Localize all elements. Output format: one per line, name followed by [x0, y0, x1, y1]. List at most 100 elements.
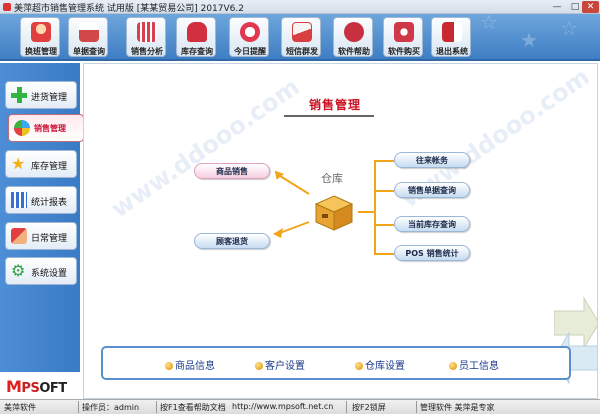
help-icon	[344, 22, 364, 42]
status-slogan: 管理软件 美萍是专家	[420, 403, 495, 412]
sidebar-item-inventory[interactable]: ★ 库存管理	[5, 150, 77, 178]
page-title: 销售管理	[309, 98, 362, 112]
sidebar-item-label: 库存管理	[31, 162, 68, 172]
warehouse-settings-link[interactable]: 仓库设置	[355, 357, 405, 372]
sidebar-item-settings[interactable]: ⚙ 系统设置	[5, 257, 77, 285]
employee-info-link[interactable]: 员工信息	[449, 357, 499, 372]
close-button[interactable]: ✕	[582, 1, 599, 13]
connector-line	[358, 211, 374, 213]
toolbar-button-label: 软件帮助	[338, 47, 370, 56]
customer-settings-link[interactable]: 客户设置	[255, 357, 305, 372]
app-icon	[3, 3, 11, 11]
customer-return-button[interactable]: 顾客退货	[194, 233, 270, 249]
connector-line	[374, 160, 376, 254]
accounts-button[interactable]: 往来帐务	[394, 152, 470, 168]
sidebar: 进货管理 销售管理 ★ 库存管理 统计报表 日常管理 ⚙ 系统设置	[0, 63, 84, 399]
connector-line	[374, 253, 394, 255]
sidebar-item-label: 统计报表	[31, 198, 68, 208]
sidebar-item-sales[interactable]: 销售管理	[8, 114, 84, 142]
minimize-button[interactable]: —	[552, 2, 562, 12]
status-operator: 操作员：admin	[82, 403, 140, 412]
window-title: 美萍超市销售管理系统 试用版 [某某贸易公司] 2017V6.2	[14, 4, 244, 14]
exit-icon	[442, 22, 462, 42]
toolbar-button-label: 库存查询	[181, 47, 213, 56]
sidebar-item-reports[interactable]: 统计报表	[5, 186, 77, 214]
connector-line	[374, 160, 394, 162]
inventory-query-button[interactable]: 库存查询	[176, 17, 216, 57]
shift-management-button[interactable]: 换班管理	[20, 17, 60, 57]
product-sales-button[interactable]: 商品销售	[194, 163, 270, 179]
sidebar-item-label: 销售管理	[34, 124, 66, 133]
maximize-button[interactable]: □	[570, 2, 580, 12]
document-query-button[interactable]: 单据查询	[68, 17, 108, 57]
current-inventory-query-button[interactable]: 当前库存查询	[394, 216, 470, 232]
status-divider	[346, 401, 347, 413]
warehouse-box-icon[interactable]	[314, 192, 354, 232]
report-icon	[11, 192, 27, 208]
sidebar-item-purchase[interactable]: 进货管理	[5, 81, 77, 109]
plus-icon	[11, 87, 27, 103]
toolbar-button-label: 退出系统	[436, 47, 468, 56]
sidebar-item-label: 进货管理	[31, 93, 68, 103]
exit-system-button[interactable]: 退出系统	[431, 17, 471, 57]
status-divider	[416, 401, 417, 413]
sms-broadcast-button[interactable]: 短信群发	[281, 17, 321, 57]
link-label: 商品信息	[175, 361, 215, 372]
gear-icon: ⚙	[11, 261, 26, 280]
star-icon: ★	[11, 154, 26, 173]
bullet-icon	[355, 362, 363, 370]
star-decoration-icon: ★	[520, 28, 538, 52]
status-website-link[interactable]: http://www.mpsoft.net.cn	[232, 402, 334, 411]
alarm-clock-icon	[240, 22, 260, 42]
toolbar-button-label: 换班管理	[25, 47, 57, 56]
toolbar-button-label: 今日提醒	[234, 47, 266, 56]
status-app-name: 美萍软件	[4, 403, 36, 412]
sales-analysis-button[interactable]: 销售分析	[126, 17, 166, 57]
link-label: 仓库设置	[365, 361, 405, 372]
car-icon	[187, 22, 207, 42]
title-underline	[284, 115, 374, 117]
connector-line	[374, 190, 394, 192]
toolbar-button-label: 短信群发	[286, 47, 318, 56]
main-panel: www.ddooo.com www.ddooo.com 销售管理 商品销售 顾客…	[83, 63, 598, 399]
sidebar-item-daily[interactable]: 日常管理	[5, 222, 77, 250]
today-reminder-button[interactable]: 今日提醒	[229, 17, 269, 57]
document-search-icon	[79, 22, 99, 42]
toolbar: ★ ★ ☆ ☆ 换班管理 单据查询 销售分析 库存查询 今日提醒 短信群发 软件…	[0, 14, 600, 61]
connector-arrows	[273, 170, 310, 238]
bullet-icon	[255, 362, 263, 370]
quick-links-panel: 商品信息 客户设置 仓库设置 员工信息	[101, 346, 571, 380]
sidebar-item-label: 日常管理	[31, 234, 68, 244]
globe-icon	[14, 120, 30, 136]
toolbar-button-label: 软件购买	[388, 47, 420, 56]
status-lock-hint: 按F2锁屏	[352, 403, 386, 412]
user-avatar-icon	[31, 22, 51, 42]
status-help-hint: 按F1查看帮助文档	[160, 403, 226, 412]
bar-chart-icon	[137, 22, 157, 42]
star-decoration-icon: ☆	[480, 14, 498, 34]
link-label: 员工信息	[459, 361, 499, 372]
sales-document-query-button[interactable]: 销售单据查询	[394, 182, 470, 198]
handshake-icon	[11, 228, 27, 244]
purchase-icon	[394, 22, 414, 42]
status-divider	[156, 401, 157, 413]
logo-area	[0, 372, 80, 399]
title-bar: 美萍超市销售管理系统 试用版 [某某贸易公司] 2017V6.2 — □ ✕	[0, 0, 600, 14]
status-divider	[78, 401, 79, 413]
star-decoration-icon: ☆	[560, 16, 578, 40]
software-help-button[interactable]: 软件帮助	[333, 17, 373, 57]
software-purchase-button[interactable]: 软件购买	[383, 17, 423, 57]
bullet-icon	[165, 362, 173, 370]
link-label: 客户设置	[265, 361, 305, 372]
sidebar-item-label: 系统设置	[31, 269, 68, 279]
product-info-link[interactable]: 商品信息	[165, 357, 215, 372]
pos-sales-stats-button[interactable]: POS 销售统计	[394, 245, 470, 261]
connector-line	[374, 224, 394, 226]
warehouse-label: 仓库	[321, 172, 343, 185]
toolbar-button-label: 单据查询	[73, 47, 105, 56]
bullet-icon	[449, 362, 457, 370]
envelope-icon	[292, 22, 312, 42]
mpsoft-logo: MPSOFT	[6, 377, 67, 396]
toolbar-button-label: 销售分析	[131, 47, 163, 56]
status-bar: 美萍软件 操作员：admin 按F1查看帮助文档 http://www.mpso…	[0, 399, 600, 414]
